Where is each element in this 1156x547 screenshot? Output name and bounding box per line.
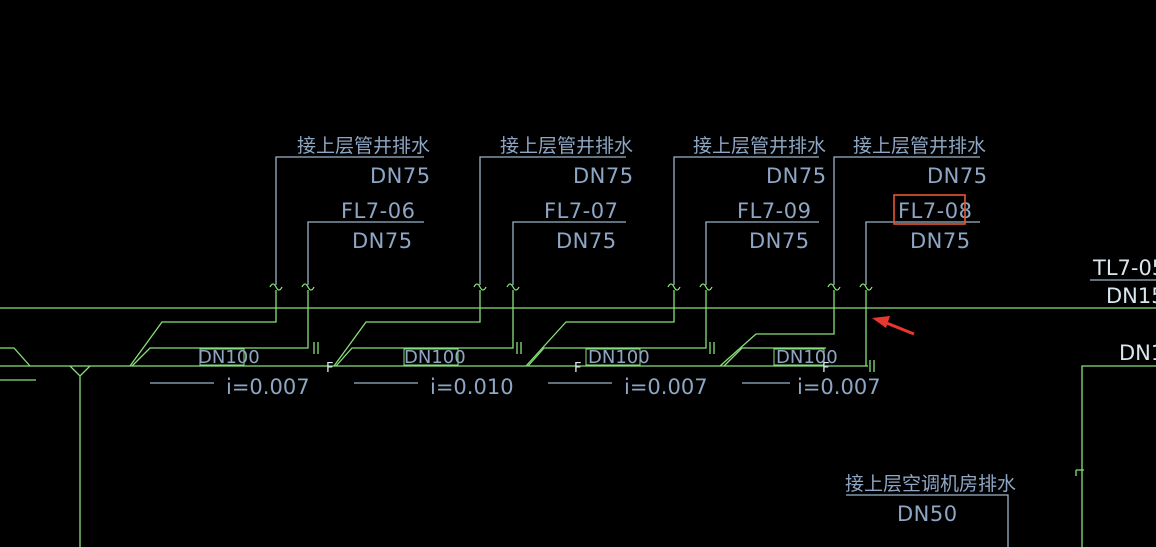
pipe-break	[827, 283, 873, 291]
branch-group-4: F	[719, 156, 980, 384]
red-arrow-icon	[872, 316, 915, 336]
caption-text-2: 接上层管井排水	[500, 135, 633, 157]
branch-pipe	[719, 290, 835, 367]
caption-text-4: 接上层管井排水	[853, 135, 986, 157]
pipe-break	[667, 283, 713, 291]
pipe-segment	[773, 348, 825, 366]
caption-leader	[673, 156, 819, 285]
edge-stack-text: TL7-05	[1092, 256, 1156, 280]
caption-leader	[479, 156, 626, 285]
edge-stack-size-text: DN150	[1106, 284, 1156, 308]
caption-text-1: 接上层管井排水	[297, 135, 430, 157]
branch-pipe	[525, 290, 675, 367]
stack-text-2: FL7-07	[544, 199, 618, 223]
size-text-2: DN75	[573, 164, 634, 188]
stack-text-4: FL7-08	[898, 199, 972, 223]
branch-pipe-2	[527, 290, 707, 367]
caption-leader	[275, 156, 424, 285]
stack-leader	[705, 221, 819, 285]
stack-leader	[307, 221, 424, 285]
bottom-caption-text: 接上层空调机房排水	[845, 473, 1016, 495]
stack-size-text-2: DN75	[556, 229, 617, 253]
branch-pipe-3	[723, 347, 826, 367]
stack-leader	[512, 221, 626, 285]
caption-leader	[833, 156, 980, 285]
right-riser	[1081, 365, 1156, 547]
caption-text-3: 接上层管井排水	[693, 135, 826, 157]
branch-group-3: F	[525, 156, 819, 384]
fitting-mark: F	[822, 361, 829, 376]
slope-text-3: i=0.007	[624, 375, 708, 399]
slope-text-1: i=0.007	[226, 375, 310, 399]
pipe-segment	[403, 348, 459, 366]
branch-group-2: F	[326, 156, 626, 384]
bottom-size-text: DN50	[897, 502, 958, 526]
size-text-1: DN75	[370, 164, 431, 188]
branch-pipe-2	[335, 290, 514, 367]
left-branch	[0, 347, 31, 367]
right-fitting	[1075, 469, 1084, 476]
branch-pipe-2	[131, 290, 309, 367]
branch-pipe	[333, 290, 481, 367]
slope-text-4: i=0.007	[797, 375, 881, 399]
pipe-segment	[199, 348, 245, 366]
edge-size-text: DN1	[1119, 341, 1156, 365]
stack-size-text-1: DN75	[352, 229, 413, 253]
stack-text-3: FL7-09	[737, 199, 811, 223]
branch-pipe	[129, 290, 277, 367]
highlight-box	[893, 194, 966, 225]
branch-size-text-3: DN100	[588, 347, 650, 368]
size-text-3: DN75	[766, 164, 827, 188]
branch-size-text-1: DN100	[198, 347, 260, 368]
left-riser	[69, 365, 91, 547]
branch-group-1	[129, 156, 424, 384]
pipe-break	[269, 283, 315, 291]
stack-leader	[865, 221, 980, 285]
branch-size-text-4: DN100	[776, 347, 838, 368]
stack-size-text-4: DN75	[910, 229, 971, 253]
pipe-segment	[585, 348, 641, 366]
size-text-4: DN75	[927, 164, 988, 188]
branch-size-text-2: DN100	[404, 347, 466, 368]
slope-text-2: i=0.010	[430, 375, 514, 399]
pipe-break	[473, 283, 520, 291]
stack-text-1: FL7-06	[341, 199, 415, 223]
bottom-leader	[846, 494, 1009, 547]
fitting-mark: F	[326, 361, 333, 376]
fitting-mark: F	[574, 361, 581, 376]
stack-size-text-3: DN75	[749, 229, 810, 253]
